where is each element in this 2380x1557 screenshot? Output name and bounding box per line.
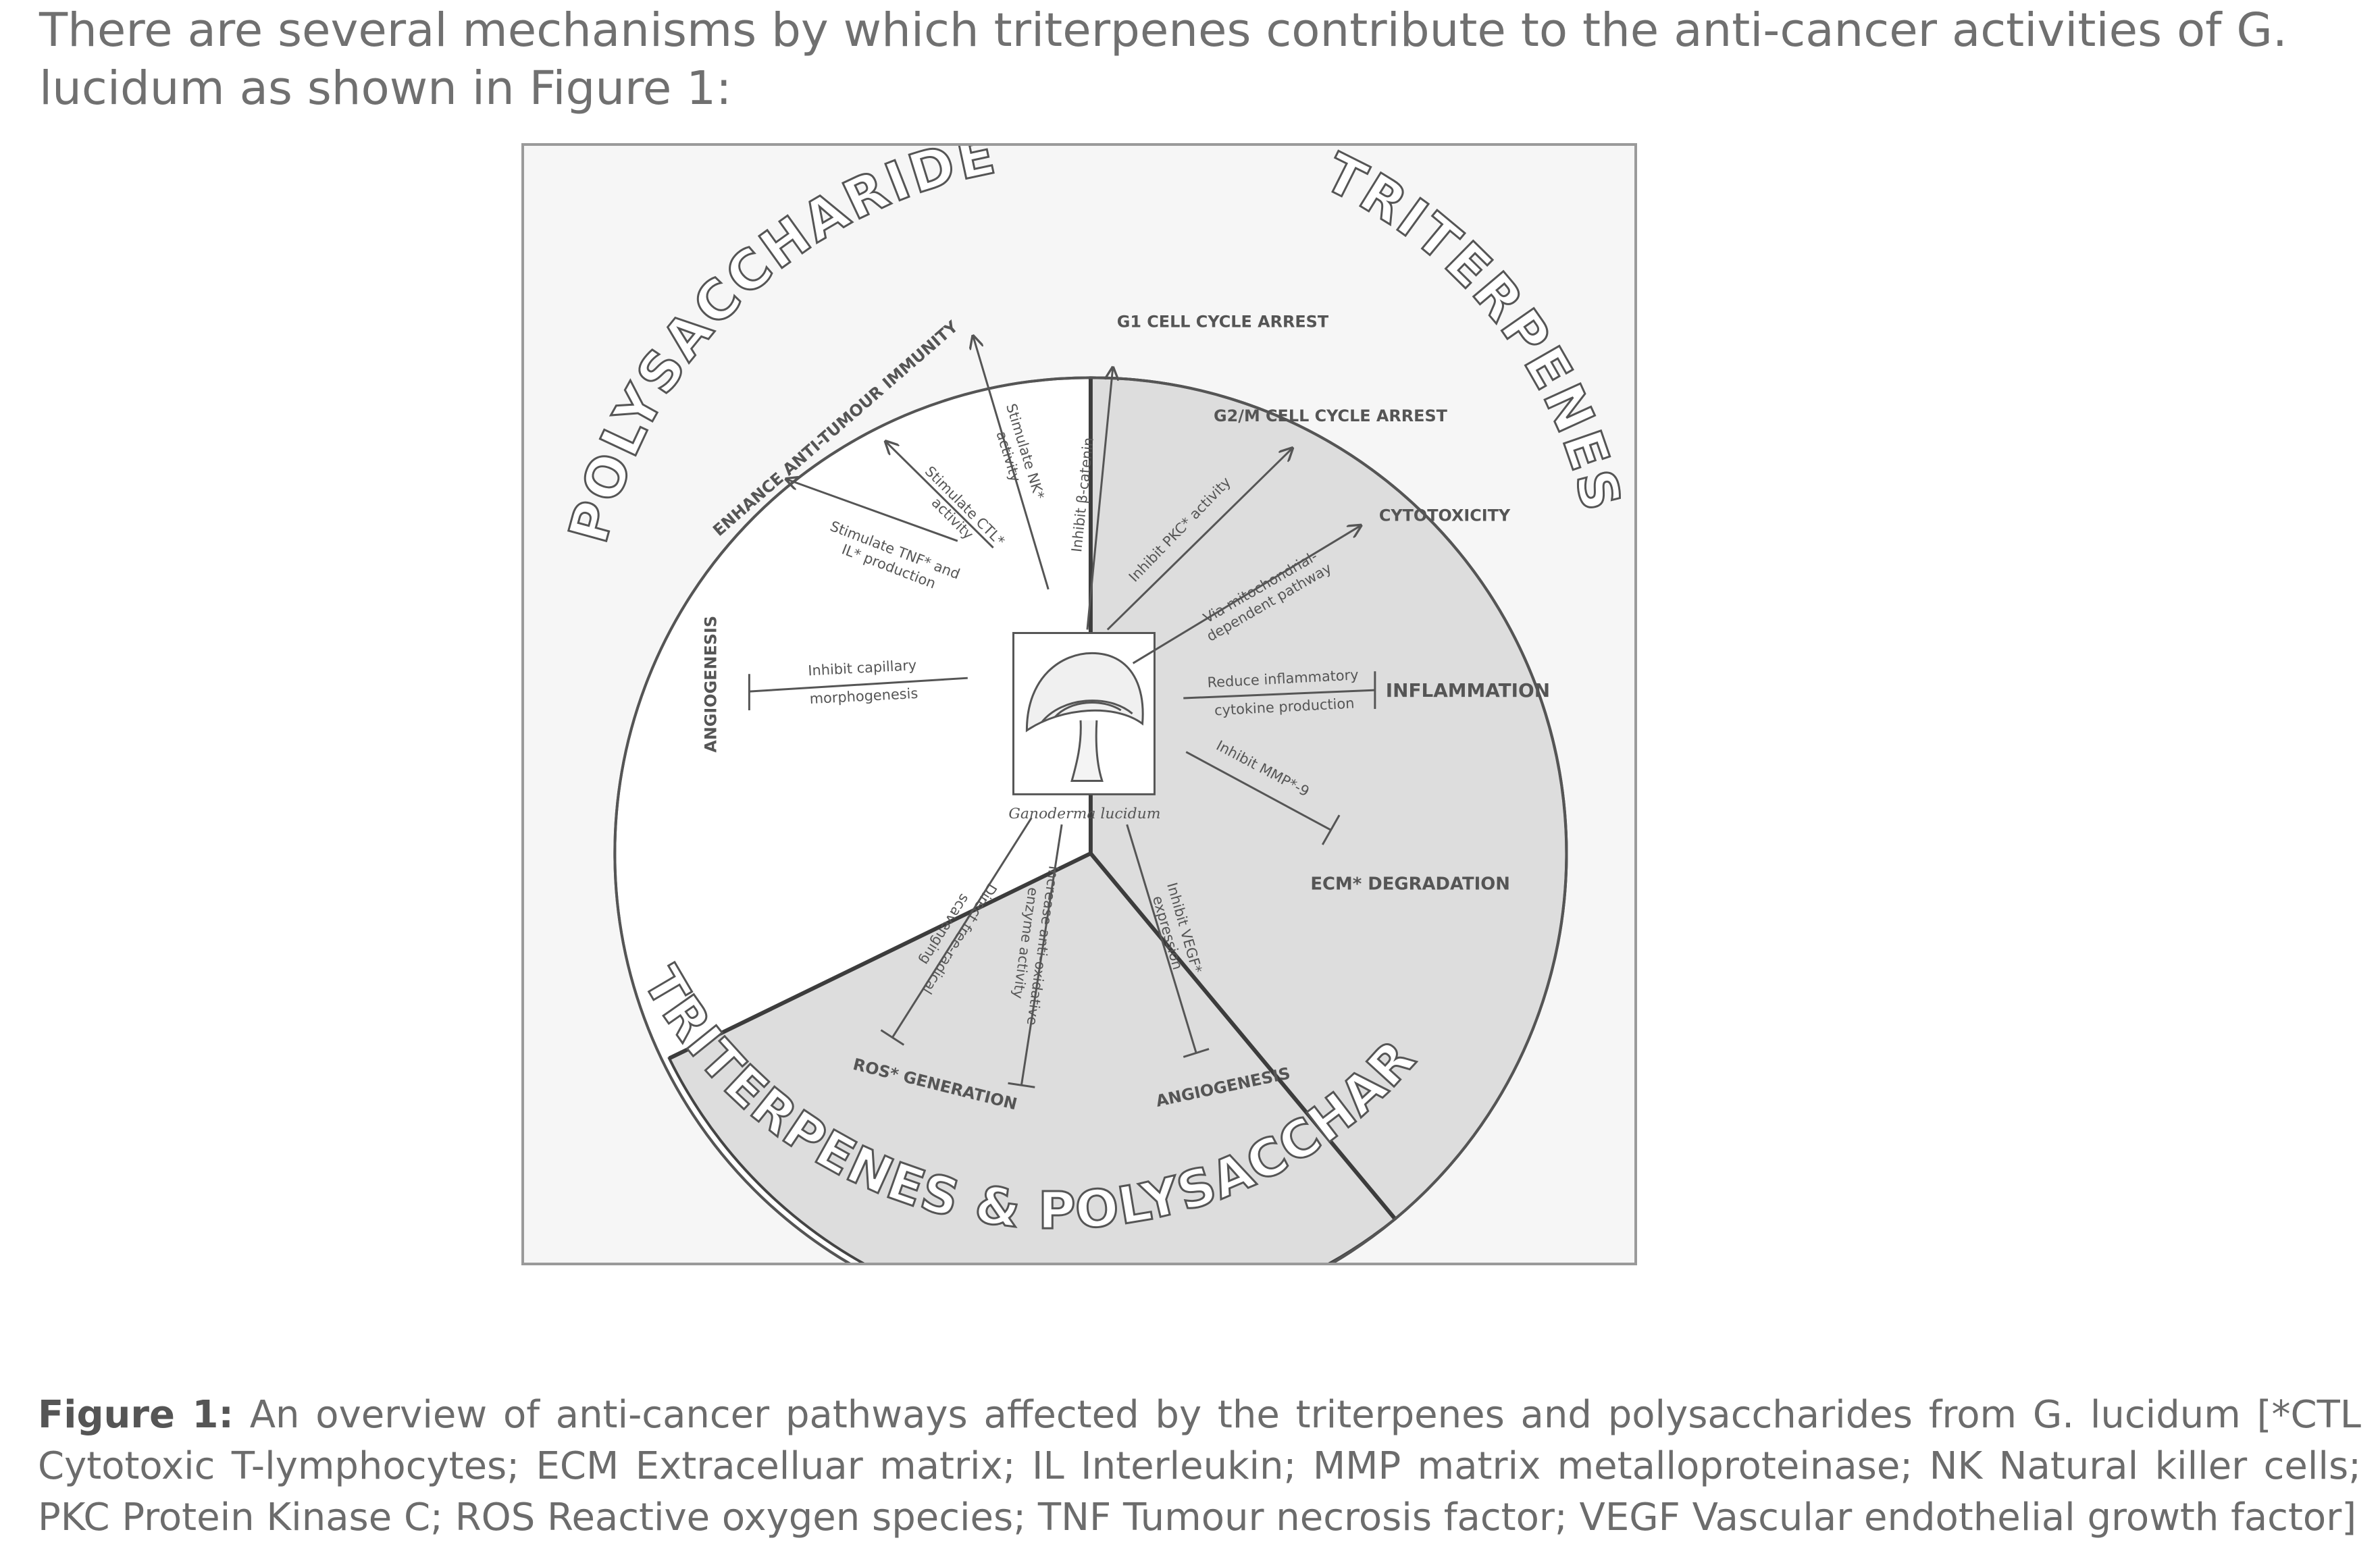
figure-caption: Figure 1: An overview of anti-cancer pat… xyxy=(38,1390,2361,1543)
figure-1: Ganoderma lucidum POLYSACCHARIDES TRITER… xyxy=(521,143,1637,1265)
intro-paragraph: There are several mechanisms by which tr… xyxy=(39,3,2287,115)
outcome-ecm-degradation: ECM* DEGRADATION xyxy=(1310,874,1510,895)
triterpenes-polysaccharides-sector xyxy=(667,851,1397,1263)
wheel-outline xyxy=(613,376,1568,1263)
outcome-g1-arrest: G1 CELL CYCLE ARREST xyxy=(1117,313,1329,332)
outcome-inflammation: INFLAMMATION xyxy=(1386,679,1550,702)
outcome-g2m-arrest: G2/M CELL CYCLE ARREST xyxy=(1214,406,1448,425)
pathway-connectors xyxy=(748,336,1376,1088)
mushroom-icon xyxy=(1025,652,1144,782)
outcome-cytotoxicity: CYTOTOXICITY xyxy=(1379,506,1511,525)
mechanism-wheel-diagram: Ganoderma lucidum POLYSACCHARIDES TRITER… xyxy=(524,146,1632,1263)
caption-label: Figure 1: xyxy=(38,1393,234,1437)
caption-text: An overview of anti-cancer pathways affe… xyxy=(38,1393,2361,1539)
center-label: Ganoderma lucidum xyxy=(1008,806,1160,822)
outcome-angiogenesis-left: ANGIOGENESIS xyxy=(702,616,721,753)
